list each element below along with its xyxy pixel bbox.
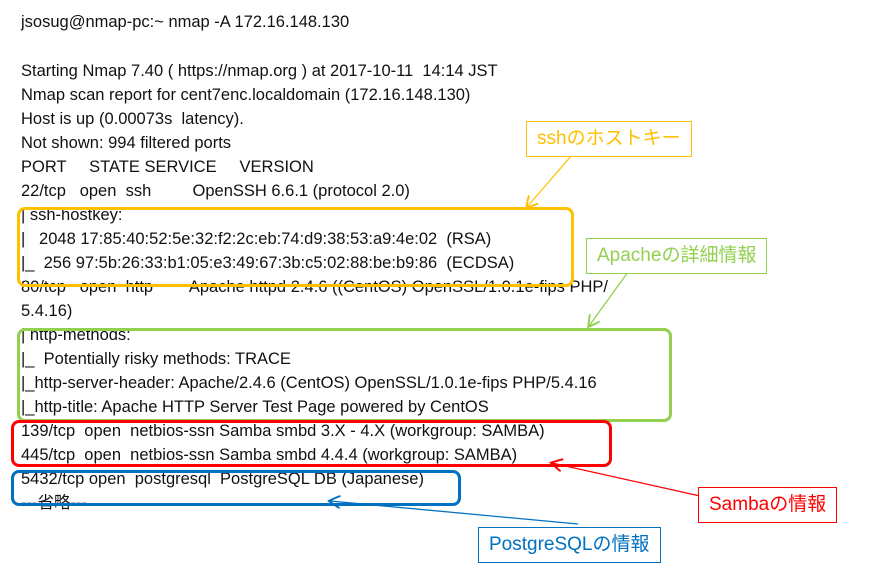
- postgres-highlight-box: [11, 470, 461, 506]
- samba-highlight-box: [11, 420, 612, 467]
- output-line: 139/tcp open netbios-ssn Samba smbd 3.X …: [21, 422, 545, 440]
- output-line: | ssh-hostkey:: [21, 206, 123, 224]
- output-line: Not shown: 994 filtered ports: [21, 134, 232, 152]
- output-line: |_http-server-header: Apache/2.4.6 (Cent…: [21, 374, 597, 392]
- postgres-callout-label: PostgreSQLの情報: [478, 527, 661, 563]
- output-line: PORT STATE SERVICE VERSION: [21, 158, 314, 176]
- output-line: |_http-title: Apache HTTP Server Test Pa…: [21, 398, 489, 416]
- samba-callout-label: Sambaの情報: [698, 487, 838, 523]
- output-line: 5432/tcp open postgresql PostgreSQL DB (…: [21, 470, 424, 488]
- output-line: |_ Potentially risky methods: TRACE: [21, 350, 291, 368]
- output-line: 445/tcp open netbios-ssn Samba smbd 4.4.…: [21, 446, 518, 464]
- samba-callout-arrow: [552, 463, 701, 497]
- apache-highlight-box: [17, 328, 672, 422]
- output-line: |_ 256 97:5b:26:33:b1:05:e3:49:67:3b:c5:…: [21, 254, 515, 272]
- output-line: Host is up (0.00073s latency).: [21, 110, 244, 128]
- output-line: 5.4.16): [21, 302, 73, 320]
- output-line: Starting Nmap 7.40 ( https://nmap.org ) …: [21, 62, 498, 80]
- output-line: Nmap scan report for cent7enc.localdomai…: [21, 86, 471, 104]
- ssh-callout-arrow: [527, 154, 573, 207]
- apache-callout-label: Apacheの詳細情報: [586, 238, 768, 274]
- ssh-highlight-box: [17, 207, 574, 287]
- command-line: jsosug@nmap-pc:~ nmap -A 172.16.148.130: [21, 13, 350, 31]
- output-line: 22/tcp open ssh OpenSSH 6.6.1 (protocol …: [21, 182, 410, 200]
- ssh-callout-label: sshのホストキー: [526, 121, 692, 157]
- output-line: | 2048 17:85:40:52:5e:32:f2:2c:eb:74:d9:…: [21, 230, 492, 248]
